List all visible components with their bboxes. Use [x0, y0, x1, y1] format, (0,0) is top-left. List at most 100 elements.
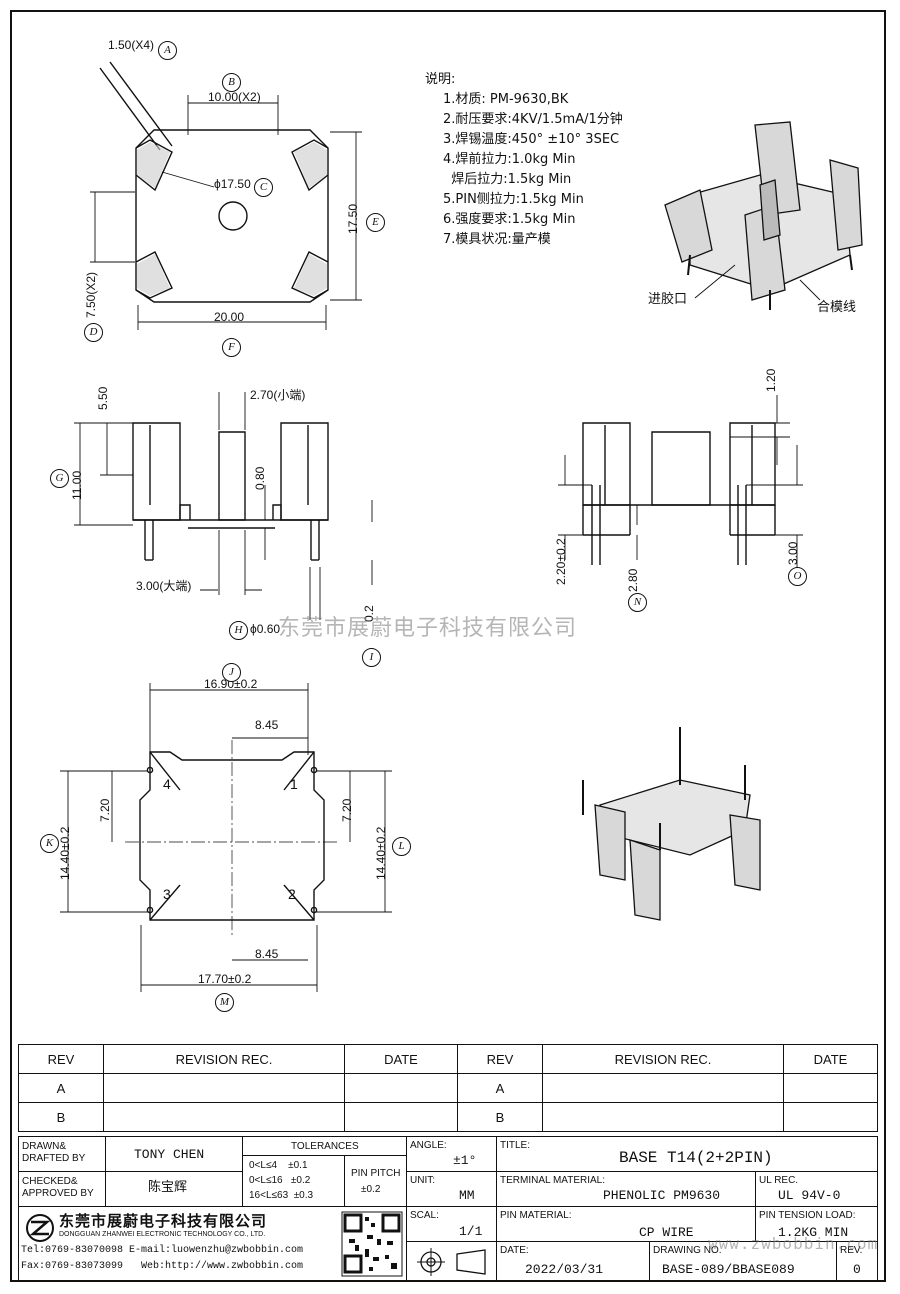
company-logo-icon	[26, 1214, 54, 1242]
table-row: B B	[18, 1102, 878, 1132]
dim-l1: 7.20	[340, 798, 354, 822]
scale-cell: SCAL: 1/1	[406, 1206, 497, 1242]
callout-k: K	[40, 833, 59, 853]
callout-a: A	[158, 40, 177, 60]
drawing-no-label: DRAWING NO.	[653, 1245, 722, 1256]
dim-tip: 2.70(小端)	[250, 388, 306, 402]
company-cell: 东莞市展蔚电子科技有限公司 DONGGUAN ZHANWEI ELECTRONI…	[18, 1206, 407, 1282]
callout-g: G	[50, 468, 69, 488]
dim-g: 11.00	[70, 470, 84, 500]
callout-i: I	[362, 647, 381, 667]
pin-number-3: 3	[163, 886, 171, 902]
callout-o: O	[788, 566, 807, 586]
rev-header: REV	[18, 1044, 104, 1074]
dim-f: 20.00	[214, 310, 245, 324]
callout-c: C	[254, 177, 273, 197]
angle-value: ±1°	[453, 1153, 477, 1168]
pin-tension-value: 1.2KG MIN	[778, 1225, 849, 1240]
pin-material-value: CP WIRE	[639, 1225, 694, 1240]
scale-value: 1/1	[459, 1224, 483, 1239]
dim-l: 14.40±0.2	[374, 826, 388, 880]
tolerances-label: TOLERANCES	[291, 1141, 359, 1152]
callout-m: M	[215, 992, 234, 1012]
dim-e: 17.50	[346, 203, 360, 234]
scale-label: SCAL:	[410, 1210, 439, 1221]
tolerance-row: 16<L≤63 ±0.3	[249, 1190, 314, 1201]
drawn-label-cell: DRAWN& DRAFTED BY	[18, 1136, 106, 1172]
revision-rec-header: REVISION REC.	[542, 1044, 784, 1074]
note-item: 2.耐压要求:4KV/1.5mA/1分钟	[443, 112, 623, 127]
notes-block: 说明: 1.材质: PM-9630,BK 2.耐压要求:4KV/1.5mA/1分…	[425, 70, 623, 250]
rev-value: 0	[853, 1262, 861, 1277]
qr-code-icon	[341, 1211, 403, 1277]
note-item: 3.焊锡温度:450° ±10° 3SEC	[443, 132, 620, 147]
callout-b: B	[222, 72, 241, 92]
callout-f: F	[222, 337, 241, 357]
unit-label: UNIT:	[410, 1175, 435, 1186]
dim-o: 3.00	[786, 541, 800, 565]
rev-cell	[344, 1073, 458, 1103]
dim-j: 16.90±0.2	[204, 677, 258, 691]
date-header: DATE	[344, 1044, 458, 1074]
checked-label: CHECKED& APPROVED BY	[22, 1176, 94, 1199]
date-cell: DATE: 2022/03/31	[496, 1241, 650, 1282]
title-block: DRAWN& DRAFTED BY TONY CHEN CHECKED& APP…	[18, 1136, 878, 1282]
dim-n: 2.80	[626, 568, 640, 592]
dim-k1: 7.20	[98, 798, 112, 822]
dim-a: 1.50(X4)	[108, 38, 155, 52]
rev-cell	[344, 1102, 458, 1132]
angle-label: ANGLE:	[410, 1140, 447, 1151]
company-name-en: DONGGUAN ZHANWEI ELECTRONIC TECHNOLOGY C…	[59, 1231, 266, 1238]
note-item: 7.模具状况:量产模	[443, 232, 551, 247]
pin-pitch-value: ±0.2	[361, 1184, 381, 1195]
pin-material-label: PIN MATERIAL:	[500, 1210, 572, 1221]
rev-cell: B	[457, 1102, 543, 1132]
drawn-label: DRAWN& DRAFTED BY	[22, 1141, 86, 1164]
checked-label-cell: CHECKED& APPROVED BY	[18, 1171, 106, 1207]
title-cell: TITLE: BASE T14(2+2PIN)	[496, 1136, 878, 1172]
note-item: 1.材质: PM-9630,BK	[443, 92, 569, 107]
callout-n: N	[628, 592, 647, 612]
callout-e: E	[366, 212, 385, 232]
pin-number-4: 4	[163, 776, 171, 792]
rev-cell: A	[457, 1073, 543, 1103]
parting-line-label: 合模线	[817, 300, 857, 315]
terminal-material-value: PHENOLIC PM9630	[603, 1188, 721, 1203]
dim-m: 17.70±0.2	[198, 972, 252, 986]
top-view-drawing	[60, 61, 863, 992]
company-name-cn: 东莞市展蔚电子科技有限公司	[59, 1212, 268, 1230]
watermark-text: 东莞市展蔚电子科技有限公司	[278, 616, 578, 641]
dim-1-20: 1.20	[764, 368, 778, 392]
callout-j: J	[222, 662, 241, 682]
pin-pitch-label: PIN PITCH	[351, 1168, 401, 1179]
revision-rec-header: REVISION REC.	[103, 1044, 345, 1074]
ul-rec-value: UL 94V-0	[778, 1188, 841, 1203]
date-header: DATE	[783, 1044, 878, 1074]
callout-h: H	[229, 620, 248, 640]
company-fax: Fax:0769-83073099 Web:http://www.zwbobbi…	[21, 1261, 304, 1272]
gate-label: 进胶口	[648, 292, 688, 307]
dim-m2: 8.45	[255, 947, 279, 961]
rev-cell	[103, 1073, 345, 1103]
rev-label: REV.	[840, 1245, 863, 1256]
angle-cell: ANGLE: ±1°	[406, 1136, 497, 1172]
dim-h: ϕ0.60	[250, 622, 281, 636]
projection-cell	[406, 1241, 497, 1282]
ul-cell: UL REC. UL 94V-0	[755, 1171, 878, 1207]
dim-2-20: 2.20±0.2	[554, 538, 568, 585]
revision-table: REV REVISION REC. DATE REV REVISION REC.…	[18, 1044, 878, 1132]
rev-cell	[783, 1073, 878, 1103]
date-label: DATE:	[500, 1245, 529, 1256]
terminal-material-label: TERMINAL MATERIAL:	[500, 1175, 606, 1186]
rev-cell	[542, 1073, 784, 1103]
rev-cell: B	[18, 1102, 104, 1132]
title-label: TITLE:	[500, 1140, 531, 1151]
dim-j2: 8.45	[255, 718, 279, 732]
callout-l: L	[392, 836, 411, 856]
pin-tension-label: PIN TENSION LOAD:	[759, 1210, 856, 1221]
dim-b: 10.00(X2)	[208, 90, 261, 104]
unit-cell: UNIT: MM	[406, 1171, 497, 1207]
drawn-value-cell: TONY CHEN	[105, 1136, 243, 1172]
dim-0-80: 0.80	[253, 466, 267, 490]
checked-by-value: 陈宝辉	[148, 1180, 188, 1195]
